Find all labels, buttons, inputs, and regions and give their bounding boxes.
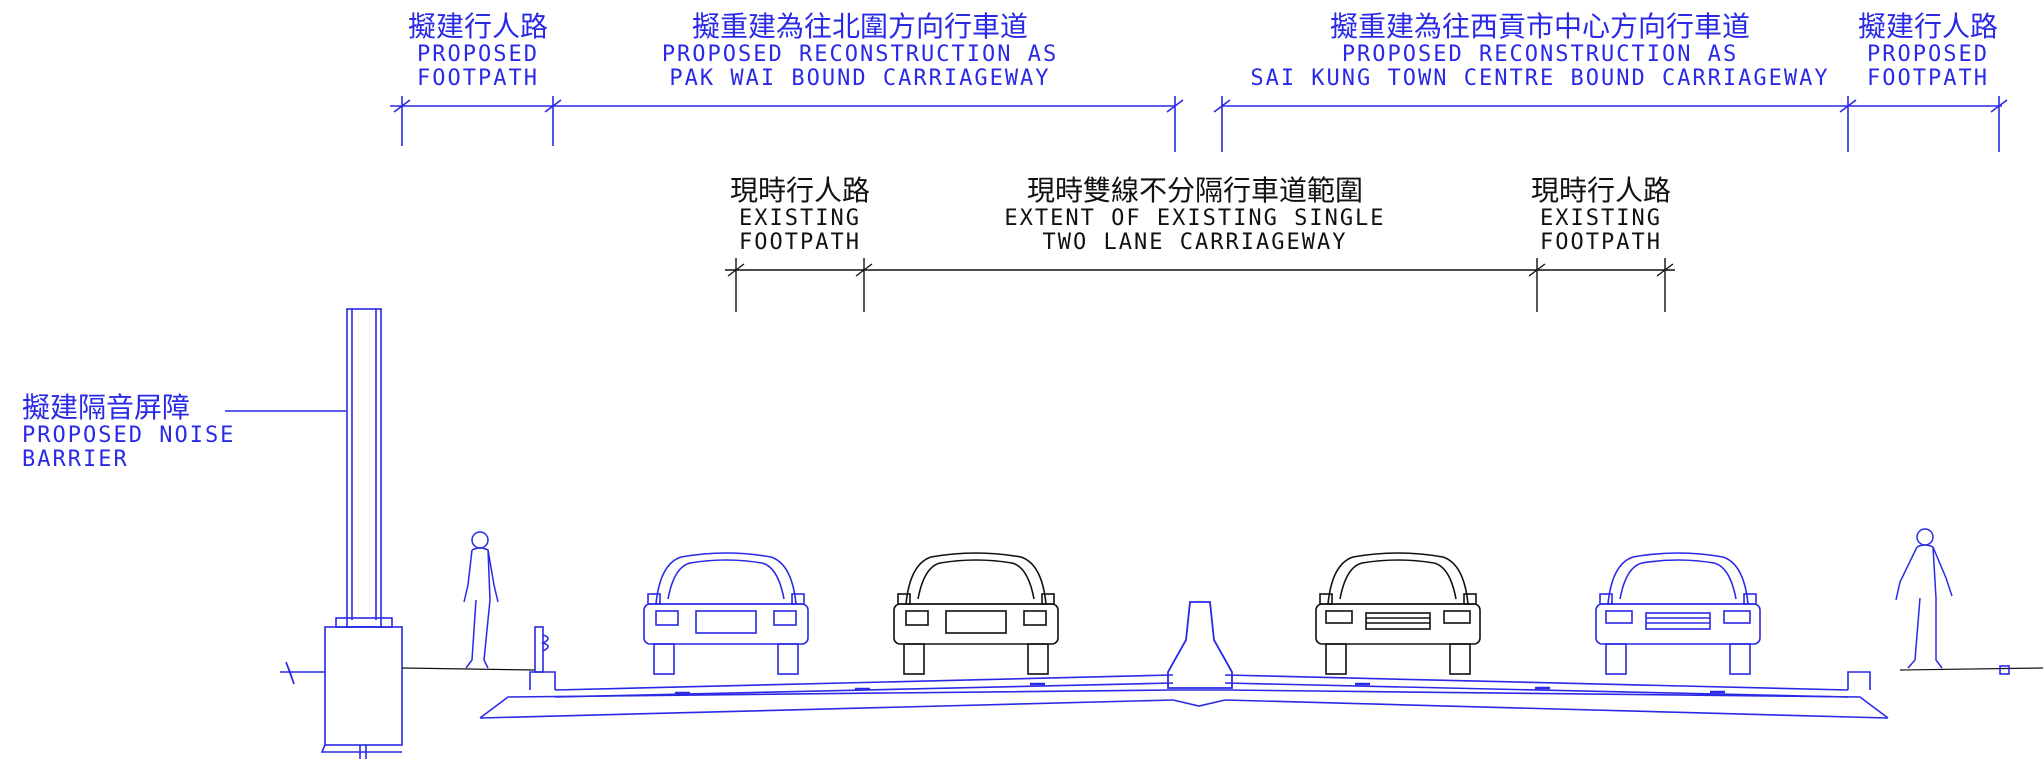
label-en-line1: EXISTING	[1540, 205, 1662, 231]
label-en-line1: PROPOSED	[1867, 41, 1989, 67]
pedestrian-left	[463, 531, 499, 669]
existing-dimension-line	[725, 258, 1675, 312]
label-proposed-footpath-right: 擬建行人路 PROPOSED FOOTPATH	[1848, 10, 2008, 91]
label-en-line2: FOOTPATH	[1540, 229, 1662, 255]
label-zh: 擬建行人路	[1857, 10, 1998, 43]
label-zh: 擬重建為往西貢市中心方向行車道	[1329, 10, 1750, 43]
label-proposed-footpath-left: 擬建行人路 PROPOSED FOOTPATH	[398, 10, 558, 91]
label-en-line2: TWO LANE CARRIAGEWAY	[1042, 229, 1348, 255]
label-zh: 現時雙線不分隔行車道範圍	[1026, 174, 1363, 207]
label-zh: 擬建隔音屏障	[22, 391, 191, 424]
label-existing-carriageway: 現時雙線不分隔行車道範圍 EXTENT OF EXISTING SINGLE T…	[960, 174, 1430, 255]
sign-post	[534, 626, 549, 673]
label-existing-footpath-right: 現時行人路 EXISTING FOOTPATH	[1516, 174, 1686, 255]
label-en-line2: PAK WAI BOUND CARRIAGEWAY	[669, 65, 1051, 91]
proposed-dimension-line	[390, 96, 2008, 152]
car-1	[643, 552, 809, 675]
label-en-line1: PROPOSED RECONSTRUCTION AS	[1341, 41, 1739, 67]
label-en-line1: EXISTING	[739, 205, 861, 231]
label-en-line2: FOOTPATH	[739, 229, 861, 255]
pedestrian-right	[1895, 528, 1953, 669]
label-zh: 擬建行人路	[407, 10, 548, 43]
label-zh: 現時行人路	[729, 174, 870, 207]
label-zh: 現時行人路	[1530, 174, 1671, 207]
label-en-line2: SAI KUNG TOWN CENTRE BOUND CARRIAGEWAY	[1250, 65, 1830, 91]
label-proposed-pak-wai-carriageway: 擬重建為往北圍方向行車道 PROPOSED RECONSTRUCTION AS …	[630, 10, 1090, 91]
label-existing-footpath-left: 現時行人路 EXISTING FOOTPATH	[715, 174, 885, 255]
label-en-line1: PROPOSED NOISE	[22, 422, 236, 448]
label-en-line1: PROPOSED	[417, 41, 539, 67]
barrier-footing	[280, 626, 403, 759]
label-zh: 擬重建為往北圍方向行車道	[691, 10, 1028, 43]
median-barrier	[1167, 601, 1233, 689]
car-2	[893, 552, 1059, 675]
label-en-line1: PROPOSED RECONSTRUCTION AS	[661, 41, 1059, 67]
label-en-line2: BARRIER	[22, 446, 129, 472]
car-4	[1595, 552, 1761, 675]
label-noise-barrier: 擬建隔音屏障 PROPOSED NOISE BARRIER	[22, 391, 236, 472]
road-deck	[401, 665, 2043, 719]
label-en-line2: FOOTPATH	[1867, 65, 1989, 91]
noise-barrier-post	[335, 308, 393, 628]
label-en-line2: FOOTPATH	[417, 65, 539, 91]
label-proposed-sai-kung-carriageway: 擬重建為往西貢市中心方向行車道 PROPOSED RECONSTRUCTION …	[1240, 10, 1840, 91]
car-3	[1315, 552, 1481, 675]
label-en-line1: EXTENT OF EXISTING SINGLE	[1004, 205, 1386, 231]
